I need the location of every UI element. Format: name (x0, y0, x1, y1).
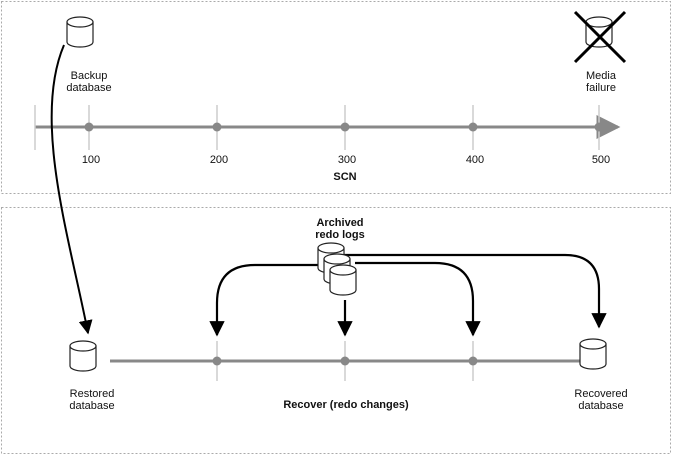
backup-label-line1: Backup (71, 70, 108, 82)
scn-tick-200: 200 (210, 154, 228, 166)
scn-tick-500: 500 (592, 154, 610, 166)
recovery-point-300 (340, 356, 350, 366)
restored-label-line1: Restored (70, 388, 115, 400)
redo-arrow-to-recovered (340, 253, 607, 329)
scn-tick-100: 100 (82, 154, 100, 166)
backup-label-line2: database (66, 82, 111, 94)
archived-label-line1: Archived (316, 217, 363, 229)
recovered-database-icon (579, 338, 607, 370)
top-panel (1, 1, 671, 194)
media-failure-label-line2: failure (586, 82, 616, 94)
redo-arrow-to-400 (355, 261, 481, 337)
scn-tick-300: 300 (338, 154, 356, 166)
bottom-panel (1, 207, 671, 454)
recovered-label-line1: Recovered (574, 388, 627, 400)
recovery-point-400 (468, 356, 478, 366)
redo-arrow-to-200 (209, 263, 325, 337)
restored-database-icon (69, 340, 97, 372)
media-failure-icon (573, 10, 627, 64)
scn-point-400 (468, 122, 478, 132)
archived-label-line2: redo logs (315, 229, 365, 241)
backup-database-icon (66, 16, 94, 48)
restored-label-line2: database (69, 400, 114, 412)
recovery-timeline (110, 341, 580, 381)
archived-redo-logs-icon (317, 242, 357, 296)
scn-tick-400: 400 (466, 154, 484, 166)
recovered-label-line2: database (578, 400, 623, 412)
scn-axis-label: SCN (333, 171, 356, 183)
restore-arrow (50, 44, 93, 335)
media-failure-label-line1: Media (586, 70, 617, 82)
scn-point-100 (84, 122, 94, 132)
scn-point-300 (340, 122, 350, 132)
recover-process-label: Recover (redo changes) (283, 399, 409, 411)
scn-timeline (34, 105, 621, 150)
scn-point-500 (594, 122, 604, 132)
scn-point-200 (212, 122, 222, 132)
recovery-point-200 (212, 356, 222, 366)
redo-apply-arrows (209, 253, 607, 337)
